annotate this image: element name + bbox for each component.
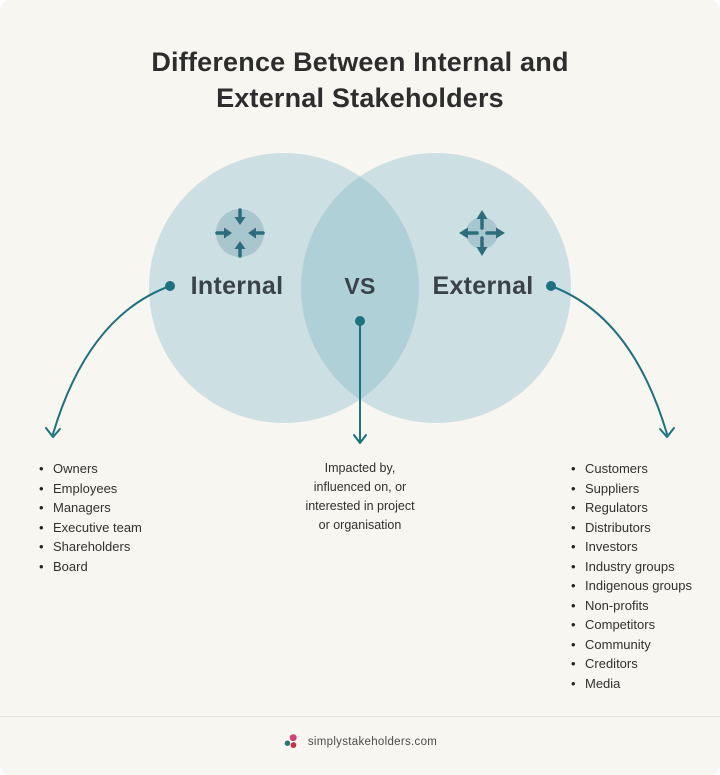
internal-stakeholders-list: •Owners•Employees•Managers•Executive tea… (38, 459, 142, 576)
overlap-note-line: influenced on, or (313, 480, 407, 494)
arrows-converge-icon (215, 208, 265, 258)
list-item: •Employees (38, 479, 142, 499)
footer: simplystakeholders.com (0, 733, 720, 750)
bullet-icon: • (571, 578, 576, 593)
bullet-icon: • (39, 461, 44, 476)
list-item: •Distributors (570, 518, 692, 538)
external-stakeholders-list: •Customers•Suppliers•Regulators•Distribu… (570, 459, 692, 693)
vs-label: VS (344, 273, 376, 299)
footer-divider (0, 716, 720, 717)
list-item: •Board (38, 557, 142, 577)
footer-url[interactable]: simplystakeholders.com (307, 735, 438, 748)
list-item: •Investors (570, 537, 692, 557)
bullet-icon: • (571, 597, 576, 613)
list-item: •Suppliers (570, 479, 692, 499)
list-item: •Community (570, 635, 692, 655)
page-title-line1: Difference Between Internal and (151, 47, 569, 77)
overlap-note-line: Impacted by, (324, 461, 396, 475)
bullet-icon: • (39, 519, 44, 535)
bullet-icon: • (571, 539, 576, 554)
overlap-note-line: interested in project (305, 499, 415, 513)
bullet-icon: • (39, 539, 44, 554)
list-item: •Non-profits (570, 596, 692, 616)
bullet-icon: • (571, 636, 576, 652)
bullet-icon: • (571, 656, 576, 671)
list-item: •Customers (570, 459, 692, 479)
arrows-expand-icon (459, 210, 505, 256)
bullet-icon: • (39, 480, 44, 496)
venn-circle-external (301, 153, 571, 423)
bullet-icon: • (571, 461, 576, 476)
external-label: External (432, 272, 534, 300)
list-item: •Regulators (570, 498, 692, 518)
simply-stakeholders-logo-icon (284, 734, 297, 748)
internal-connector-arrowhead (45, 427, 61, 438)
list-item: •Industry groups (570, 557, 692, 577)
list-item: •Competitors (570, 615, 692, 635)
page-title: Difference Between Internal and External… (0, 44, 720, 116)
internal-label: Internal (190, 272, 284, 300)
page-title-line2: External Stakeholders (216, 83, 504, 113)
bullet-icon: • (571, 519, 576, 535)
list-item: •Indigenous groups (570, 576, 692, 596)
list-item: •Creditors (570, 654, 692, 674)
list-item: •Owners (38, 459, 142, 479)
bullet-icon: • (39, 558, 44, 574)
bullet-icon: • (571, 558, 576, 574)
bullet-icon: • (571, 617, 576, 632)
list-item: •Executive team (38, 518, 142, 538)
overlap-connector-arrowhead (353, 434, 367, 444)
external-connector-arrowhead (659, 427, 675, 438)
bullet-icon: • (571, 675, 576, 691)
list-item: •Managers (38, 498, 142, 518)
venn-circle-internal (149, 153, 419, 423)
bullet-icon: • (39, 500, 44, 515)
bullet-icon: • (571, 480, 576, 496)
bullet-icon: • (571, 500, 576, 515)
overlap-note: Impacted by, influenced on, or interested … (275, 459, 445, 535)
list-item: •Shareholders (38, 537, 142, 557)
overlap-note-line: or organisation (318, 518, 402, 532)
list-item: •Media (570, 674, 692, 694)
